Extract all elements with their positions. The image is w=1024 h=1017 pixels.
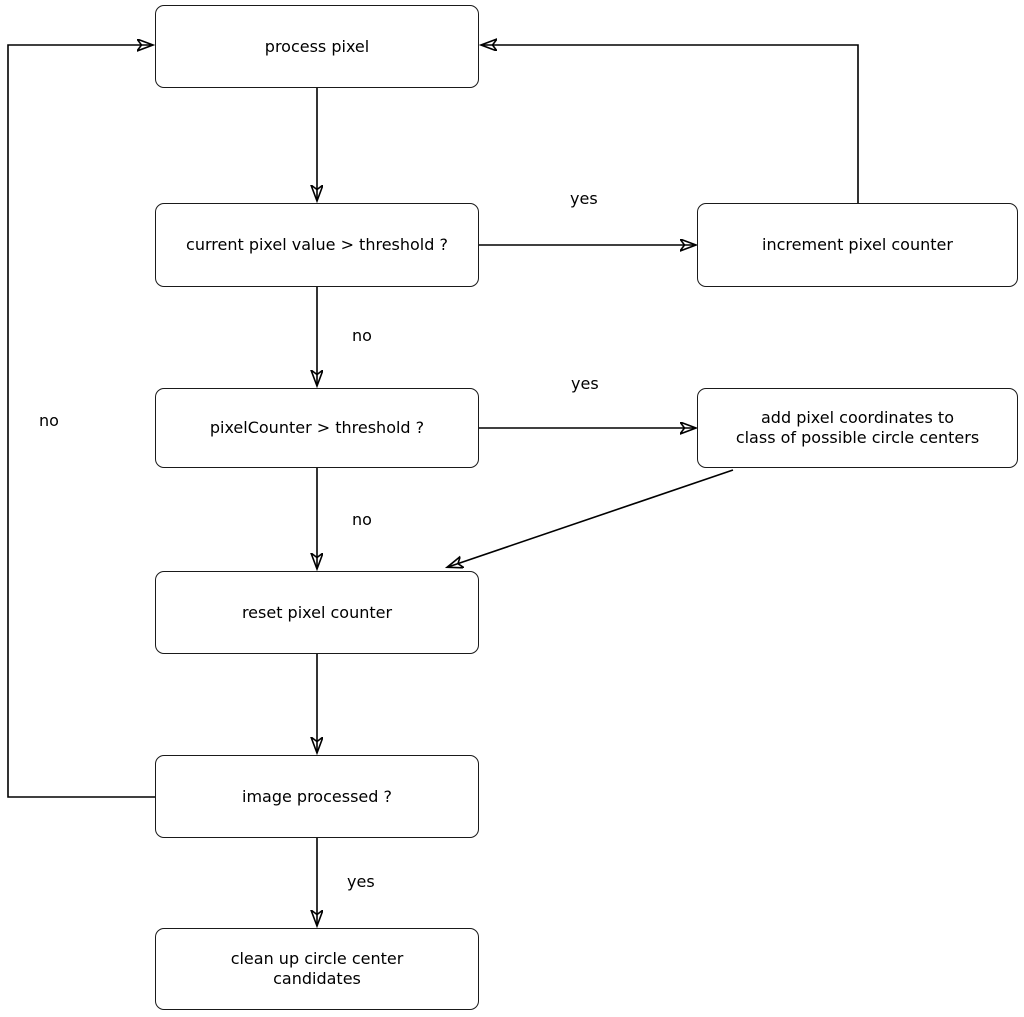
node-image-processed-decision: image processed ? (155, 755, 479, 838)
edge-label-pixel-threshold-no: no (352, 326, 372, 345)
node-pixel-counter-threshold-decision: pixelCounter > threshold ? (155, 388, 479, 468)
arrow-add-coordinates-to-reset (448, 469, 734, 567)
node-add-pixel-coordinates: add pixel coordinates to class of possib… (697, 388, 1018, 468)
node-reset-pixel-counter: reset pixel counter (155, 571, 479, 654)
node-clean-up-candidates: clean up circle center candidates (155, 928, 479, 1010)
arrow-image-processed-no-loop-to-process (7, 45, 155, 798)
arrow-increment-loop-to-process (482, 45, 859, 203)
edge-label-counter-threshold-no: no (352, 510, 372, 529)
node-increment-pixel-counter: increment pixel counter (697, 203, 1018, 287)
node-current-pixel-threshold-decision: current pixel value > threshold ? (155, 203, 479, 287)
node-process-pixel: process pixel (155, 5, 479, 88)
edge-label-counter-threshold-yes: yes (571, 374, 599, 393)
edge-label-image-processed-no: no (39, 411, 59, 430)
edge-label-pixel-threshold-yes: yes (570, 189, 598, 208)
edge-label-image-processed-yes: yes (347, 872, 375, 891)
